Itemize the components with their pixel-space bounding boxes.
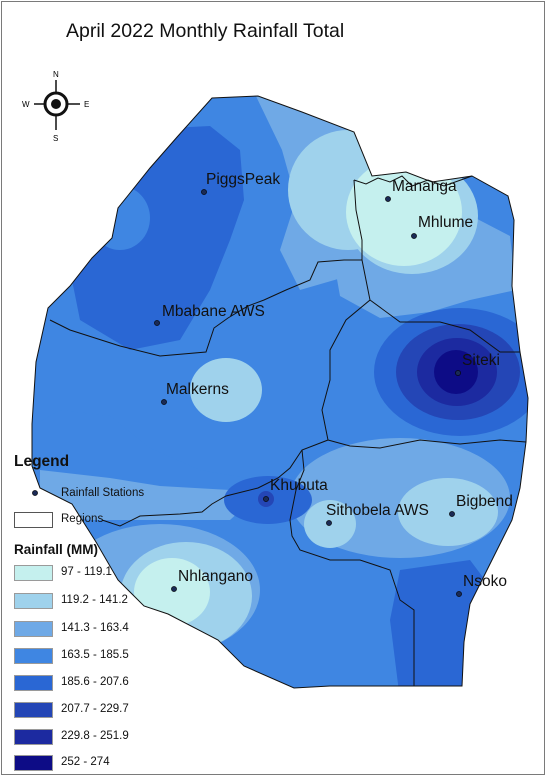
station-dot[interactable]: [326, 520, 332, 526]
legend-swatch-class-6: [14, 702, 53, 718]
legend-class-label: 141.3 - 163.4: [61, 622, 129, 634]
boundary-hhohho-south: [49, 179, 363, 357]
country-border: [31, 95, 529, 689]
station-malkerns[interactable]: Malkerns: [161, 381, 229, 405]
station-dot[interactable]: [455, 370, 461, 376]
legend-title: Legend: [14, 453, 70, 470]
station-dot[interactable]: [449, 511, 455, 517]
station-dot[interactable]: [201, 189, 207, 195]
bigbend-119-141-zone: [398, 478, 498, 546]
boundary-lubombo-mid: [327, 439, 527, 449]
boundary-shiselweni-east: [289, 449, 415, 686]
station-piggspeak[interactable]: PiggsPeak: [201, 171, 280, 195]
rainfall-station-symbol: [32, 490, 38, 496]
station-label: Sithobela AWS: [326, 502, 429, 519]
station-dot[interactable]: [263, 496, 269, 502]
boundary-lubombo-west-north: [369, 299, 520, 353]
station-label: Khubuta: [270, 477, 328, 494]
station-label: Malkerns: [166, 381, 229, 398]
compass-s-label: S: [53, 134, 58, 143]
station-label: Nsoko: [463, 573, 507, 590]
boundary-manzini-south: [101, 259, 371, 527]
map-title: April 2022 Monthly Rainfall Total: [66, 20, 345, 42]
station-dot[interactable]: [171, 586, 177, 592]
station-dot[interactable]: [411, 233, 417, 239]
station-siteki[interactable]: Siteki: [455, 352, 500, 376]
region-boundaries: [49, 175, 527, 686]
southwest-141-163-zone: [40, 470, 252, 520]
legend-class-label: 229.8 - 251.9: [61, 730, 129, 742]
malkerns-119-141-zone: [190, 358, 262, 422]
station-dot[interactable]: [385, 196, 391, 202]
rainfall-legend-title: Rainfall (MM): [14, 542, 98, 557]
station-label: Mhlume: [418, 214, 473, 231]
station-label: Mbabane AWS: [162, 303, 265, 320]
legend-class-label: 163.5 - 185.5: [61, 649, 129, 661]
legend-class-label: 97 - 119.1: [61, 566, 112, 578]
station-bigbend[interactable]: Bigbend: [449, 493, 513, 517]
station-label: PiggsPeak: [206, 171, 280, 188]
legend-swatch-class-2: [14, 593, 53, 609]
station-mhlume[interactable]: Mhlume: [411, 214, 473, 239]
station-label: Siteki: [462, 352, 500, 369]
legend-swatch-class-8: [14, 755, 53, 771]
legend-regions-label: Regions: [61, 513, 104, 525]
northwest-185-207-zone: [70, 126, 244, 350]
station-label: Bigbend: [456, 493, 513, 510]
legend-class-label: 185.6 - 207.6: [61, 676, 129, 688]
mhlume-97-119-zone: [346, 158, 462, 266]
station-markers: PiggsPeak Mananga Mhlume Mbabane AWS Sit…: [154, 171, 513, 597]
station-khubuta[interactable]: Khubuta: [263, 477, 328, 502]
station-mananga[interactable]: Mananga: [385, 178, 457, 202]
station-dot[interactable]: [154, 320, 160, 326]
compass-e-label: E: [84, 100, 89, 109]
compass-n-label: N: [53, 70, 59, 79]
legend-class-label: 207.7 - 229.7: [61, 703, 129, 715]
legend-swatch-class-1: [14, 565, 53, 581]
compass-rose: N S E W: [22, 70, 89, 143]
station-nsoko[interactable]: Nsoko: [456, 573, 507, 597]
station-nhlangano[interactable]: Nhlangano: [171, 568, 253, 592]
boundary-lubombo-north: [353, 175, 473, 187]
legend-swatch-class-3: [14, 621, 53, 637]
station-label: Nhlangano: [178, 568, 253, 585]
legend-swatch-class-5: [14, 675, 53, 691]
compass-w-label: W: [22, 100, 30, 109]
station-dot[interactable]: [161, 399, 167, 405]
legend-regions-swatch: [14, 512, 53, 528]
compass-center: [51, 99, 61, 109]
station-mbabane-aws[interactable]: Mbabane AWS: [154, 303, 265, 326]
station-dot[interactable]: [456, 591, 462, 597]
legend-class-label: 252 - 274: [61, 756, 110, 768]
station-label: Mananga: [392, 178, 457, 195]
legend-swatch-class-4: [14, 648, 53, 664]
legend-stations-label: Rainfall Stations: [61, 487, 145, 499]
legend-swatch-class-7: [14, 729, 53, 745]
legend-class-label: 119.2 - 141.2: [61, 594, 128, 606]
northwest-163-185-pocket: [90, 186, 150, 250]
station-sithobela-aws[interactable]: Sithobela AWS: [326, 502, 429, 526]
